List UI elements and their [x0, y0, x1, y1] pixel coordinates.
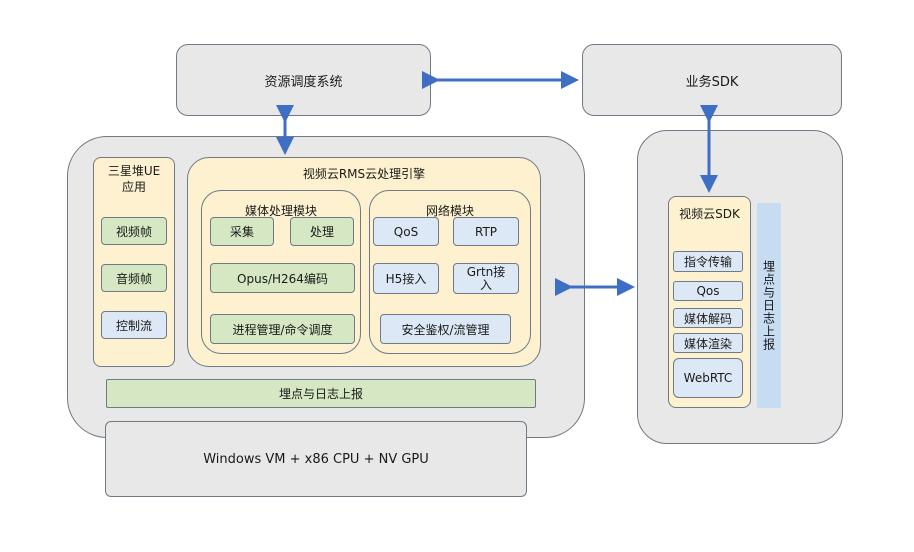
network-module-title: 网络模块 [425, 204, 474, 218]
sdk-item-webrtc: WebRTC [673, 358, 743, 398]
sdk-item-command-transfer: 指令传输 [673, 251, 743, 272]
resource-scheduler-box: 资源调度系统 [176, 44, 431, 116]
ue-app-title-line1: 三星堆UE [107, 164, 161, 178]
sdk-item-label: 媒体渲染 [683, 336, 732, 351]
infra-box: Windows VM + x86 CPU + NV GPU [105, 421, 527, 497]
sdk-item-media-decode: 媒体解码 [673, 308, 743, 328]
network-item-h5-access: H5接入 [373, 263, 439, 294]
sdk-item-label: 媒体解码 [683, 311, 732, 326]
network-item-label: Grtn接入 [466, 264, 506, 292]
side-logging-bar: 埋点与日志上报 [757, 203, 781, 408]
network-item-qos: QoS [373, 217, 439, 246]
sdk-item-label: 指令传输 [683, 255, 732, 269]
media-module-title: 媒体处理模块 [244, 204, 317, 218]
business-sdk-label: 业务SDK [685, 74, 739, 90]
sdk-item-media-render: 媒体渲染 [673, 333, 743, 353]
sdk-item-qos: Qos [673, 281, 743, 301]
ue-item-audio-frame: 音频帧 [101, 264, 167, 292]
side-logging-label: 埋点与日志上报 [761, 260, 776, 351]
logging-bar-label: 埋点与日志上报 [278, 387, 363, 401]
logging-bar: 埋点与日志上报 [106, 379, 536, 408]
ue-item-control-stream: 控制流 [101, 311, 167, 339]
ue-app-title-line2: 应用 [121, 180, 146, 194]
media-item-label: 采集 [229, 225, 254, 239]
ue-item-label: 音频帧 [115, 271, 152, 286]
ue-item-label: 视频帧 [115, 224, 152, 239]
media-item-label: Opus/H264编码 [237, 271, 328, 286]
network-item-security: 安全鉴权/流管理 [380, 314, 511, 344]
business-sdk-box: 业务SDK [582, 44, 842, 116]
media-item-encode: Opus/H264编码 [210, 263, 355, 293]
video-cloud-sdk-title: 视频云SDK [679, 207, 740, 221]
ue-item-video-frame: 视频帧 [101, 217, 167, 245]
network-item-label: H5接入 [385, 272, 427, 286]
network-item-label: RTP [474, 224, 498, 239]
media-item-label: 进程管理/命令调度 [232, 322, 333, 337]
network-item-label: QoS [393, 224, 419, 239]
network-item-grtn-access: Grtn接入 [453, 263, 519, 294]
media-item-capture: 采集 [210, 217, 274, 246]
resource-scheduler-label: 资源调度系统 [264, 74, 343, 90]
infra-label: Windows VM + x86 CPU + NV GPU [203, 451, 429, 467]
ue-app-title: 三星堆UE 应用 [93, 163, 175, 195]
sdk-item-label: WebRTC [683, 371, 733, 385]
rms-engine-title: 视频云RMS云处理引擎 [302, 167, 426, 181]
media-item-process: 处理 [290, 217, 354, 246]
media-item-label: 处理 [309, 225, 334, 239]
media-item-process-management: 进程管理/命令调度 [210, 314, 355, 344]
ue-item-label: 控制流 [115, 318, 152, 333]
sdk-item-label: Qos [696, 284, 720, 298]
network-item-rtp: RTP [453, 217, 519, 246]
network-item-label: 安全鉴权/流管理 [401, 322, 490, 337]
